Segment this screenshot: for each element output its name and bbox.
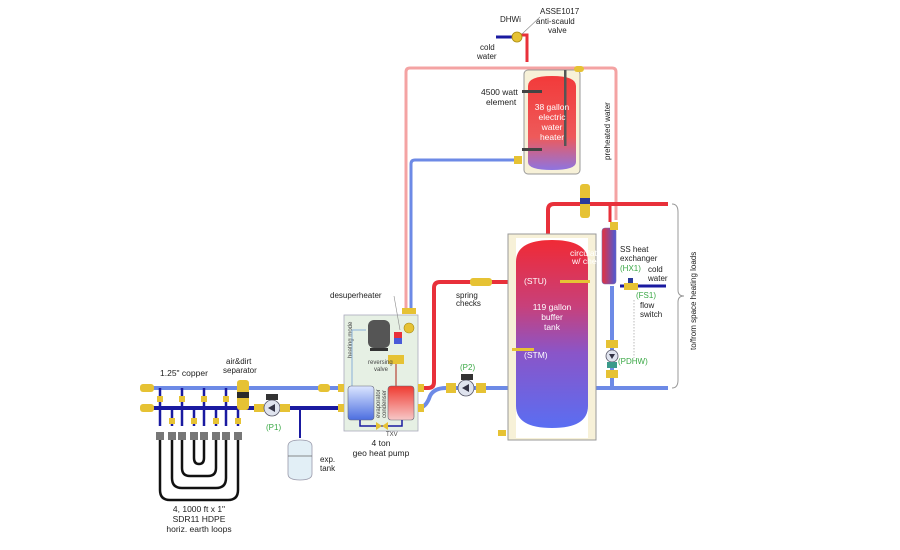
- hx-label-2: exchanger: [620, 254, 658, 263]
- circulator-label-2: w/ check: [571, 256, 606, 266]
- load-supply-pipe: [546, 202, 668, 244]
- water-heater-label-2: electric: [539, 112, 567, 122]
- loops-label-3: horiz. earth loops: [166, 524, 231, 534]
- stm-sensor-well: [512, 348, 534, 351]
- upper-element: [522, 90, 542, 93]
- dhw-mixing-valve: [511, 31, 523, 43]
- compressor: [368, 320, 390, 348]
- evaporator-label: evaporator: [376, 389, 382, 418]
- cold-water-label-1: cold: [480, 43, 495, 52]
- flow-switch: [624, 283, 638, 290]
- electric-water-heater: 38 gallon electric water heater: [522, 69, 581, 175]
- hp-label-2: geo heat pump: [353, 448, 410, 458]
- p1-circulator: [254, 394, 290, 417]
- hx-label-1: SS heat: [620, 245, 649, 254]
- space-loads-label: to/from space heating loads: [689, 252, 698, 350]
- wh-inlet-fitting: [514, 156, 522, 164]
- condenser: [387, 385, 415, 421]
- dhw-hot-out-pipe: [520, 33, 529, 62]
- desuperheater-valves: [402, 308, 416, 314]
- geo-heat-pump: heating mode reversing valve evaporator …: [343, 314, 419, 438]
- lower-element: [522, 148, 542, 151]
- preheated-water-pipe: [404, 66, 618, 308]
- element-label-1: 4500 watt: [481, 87, 518, 97]
- spring-checks-label-2: checks: [456, 299, 481, 308]
- copper-label: 1.25" copper: [160, 368, 208, 378]
- hx-cold-water-label-2: water: [647, 274, 668, 283]
- hp-label-1: 4 ton: [372, 438, 391, 448]
- buffer-label-2: buffer: [541, 312, 563, 322]
- pdhw-circulator: [605, 340, 619, 378]
- buffer-drain-valve: [498, 430, 506, 436]
- buffer-tank: circulator w/ check (STU) 119 gallon buf…: [507, 233, 606, 441]
- p2-circulator: [446, 374, 486, 397]
- element-label-2: element: [486, 97, 517, 107]
- fs-label-2: switch: [640, 310, 662, 319]
- evaporator: [347, 385, 375, 421]
- spring-checks-label-1: spring: [456, 291, 478, 300]
- exp-label-2: tank: [320, 464, 336, 473]
- p1-tag: (P1): [266, 423, 281, 432]
- p2-tag: (P2): [460, 363, 475, 372]
- buffer-label-1: 119 gallon: [533, 302, 572, 312]
- condenser-label: condenser: [382, 390, 388, 418]
- water-heater-label-3: water: [541, 122, 563, 132]
- hx-valve: [610, 222, 618, 230]
- hx-tag: (HX1): [620, 264, 641, 273]
- ss-heat-exchanger: [601, 227, 617, 285]
- preheat-fitting: [574, 66, 584, 72]
- dhw-cold-feed-pipe: [409, 158, 518, 308]
- preheated-water-label: preheated water: [603, 102, 612, 160]
- dhw-label: DHWi: [500, 15, 521, 24]
- desuperheater-circulator: [403, 322, 415, 334]
- desuperheater-label: desuperheater: [330, 291, 382, 300]
- loops-label-1: 4, 1000 ft x 1": [173, 504, 225, 514]
- earth-loops: [158, 440, 240, 502]
- fs-tag: (FS1): [636, 291, 656, 300]
- txv-label: TXV: [386, 432, 398, 438]
- reversing-label-2: valve: [374, 367, 389, 373]
- loop-fittings: [156, 432, 242, 440]
- header-valve-upper: [140, 384, 154, 392]
- space-loads-brace: [671, 203, 685, 389]
- dip-tube: [564, 70, 567, 146]
- stu-sensor-well: [560, 280, 590, 283]
- water-heater-label-1: 38 gallon: [535, 102, 570, 112]
- hp-supply-pipe: [418, 280, 512, 390]
- heating-mode-label: heating mode: [348, 321, 354, 358]
- loops-label-2: SDR11 HDPE: [173, 514, 226, 524]
- reversing-valve: [388, 355, 404, 364]
- reversing-label-1: reversing: [368, 360, 393, 366]
- stu-label: (STU): [524, 276, 547, 286]
- circulator-label-1: circulator: [570, 248, 605, 258]
- anti-scald-label-3: valve: [548, 26, 567, 35]
- buffer-label-3: tank: [544, 322, 561, 332]
- riser-valves: [157, 396, 241, 424]
- txv: [376, 422, 388, 430]
- exp-label-1: exp.: [320, 455, 335, 464]
- air-dirt-label-2: separator: [223, 366, 257, 375]
- pdhw-tag: (PDHW): [618, 357, 648, 366]
- air-dirt-label-1: air&dirt: [226, 357, 252, 366]
- fs-label-1: flow: [640, 301, 654, 310]
- stm-label: (STM): [524, 350, 548, 360]
- water-heater-label-4: heater: [540, 132, 564, 142]
- anti-scald-label-2: anti-scauld: [536, 17, 575, 26]
- header-valve-lower: [140, 404, 154, 412]
- spring-checks: [470, 278, 492, 286]
- cold-water-label-2: water: [476, 52, 497, 61]
- hx-cold-water-label-1: cold: [648, 265, 663, 274]
- expansion-tank: [287, 439, 313, 481]
- anti-scald-label-1: ASSE1017: [540, 7, 580, 16]
